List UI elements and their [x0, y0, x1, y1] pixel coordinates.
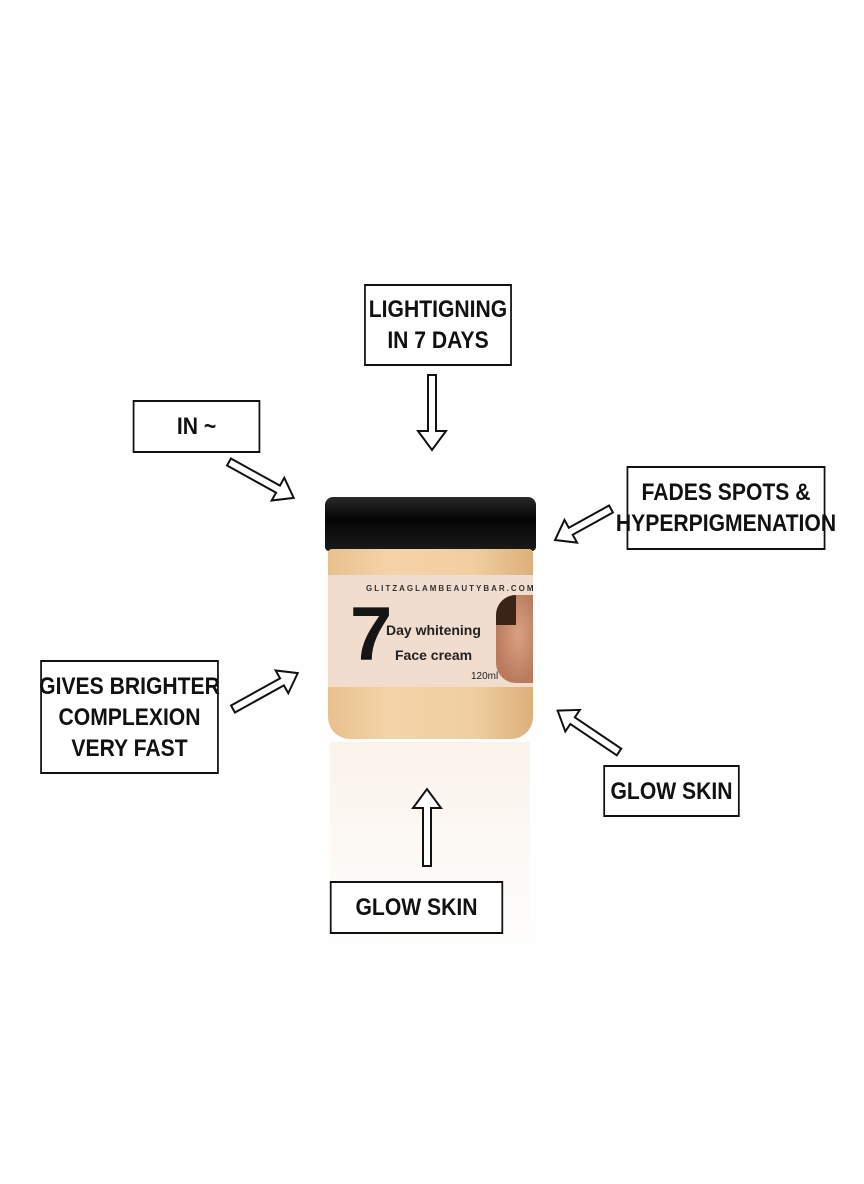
label-website: GLITZAGLAMBEAUTYBAR.COM	[366, 584, 536, 593]
callout-text: GLOW SKIN	[355, 894, 478, 921]
arrow-gives-icon	[229, 669, 300, 714]
arrow-up-icon	[411, 787, 443, 867]
callout-lightening: LIGHTIGNING IN 7 DAYS	[364, 284, 512, 366]
jar-label: GLITZAGLAMBEAUTYBAR.COM 7 Day whitening …	[328, 575, 536, 687]
callout-in: IN ~	[132, 400, 261, 453]
callout-text: VERY FAST	[71, 734, 188, 762]
arrow-in-icon	[225, 457, 296, 502]
callout-text: HYPERPIGMENATION	[615, 510, 837, 537]
callout-text: FADES SPOTS &	[641, 479, 811, 506]
arrow-fades-icon	[553, 504, 615, 544]
callout-text: COMPLEXION	[58, 703, 201, 731]
label-line2: Face cream	[395, 647, 473, 663]
arrow-glow-right-icon	[556, 708, 623, 757]
callout-glow-skin-right: GLOW SKIN	[603, 765, 740, 817]
callout-text: GIVES BRIGHTER	[39, 672, 220, 700]
callout-glow-skin-bottom: GLOW SKIN	[329, 881, 504, 934]
callout-fades-spots: FADES SPOTS & HYPERPIGMENATION	[616, 466, 836, 550]
arrow-down-icon	[416, 374, 448, 452]
callout-text: IN 7 DAYS	[387, 327, 489, 354]
label-volume: 120ml	[471, 671, 499, 682]
product-jar: GLITZAGLAMBEAUTYBAR.COM 7 Day whitening …	[325, 497, 536, 742]
callout-text: IN ~	[176, 413, 217, 440]
callout-text: LIGHTIGNING	[368, 296, 508, 323]
callout-brighter-complexion: GIVES BRIGHTER COMPLEXION VERY FAST	[39, 660, 220, 774]
jar-lid	[325, 497, 536, 551]
face-image	[496, 595, 533, 683]
label-line1: Day whitening	[386, 622, 481, 638]
callout-text: GLOW SKIN	[610, 777, 733, 805]
label-number: 7	[350, 592, 393, 677]
